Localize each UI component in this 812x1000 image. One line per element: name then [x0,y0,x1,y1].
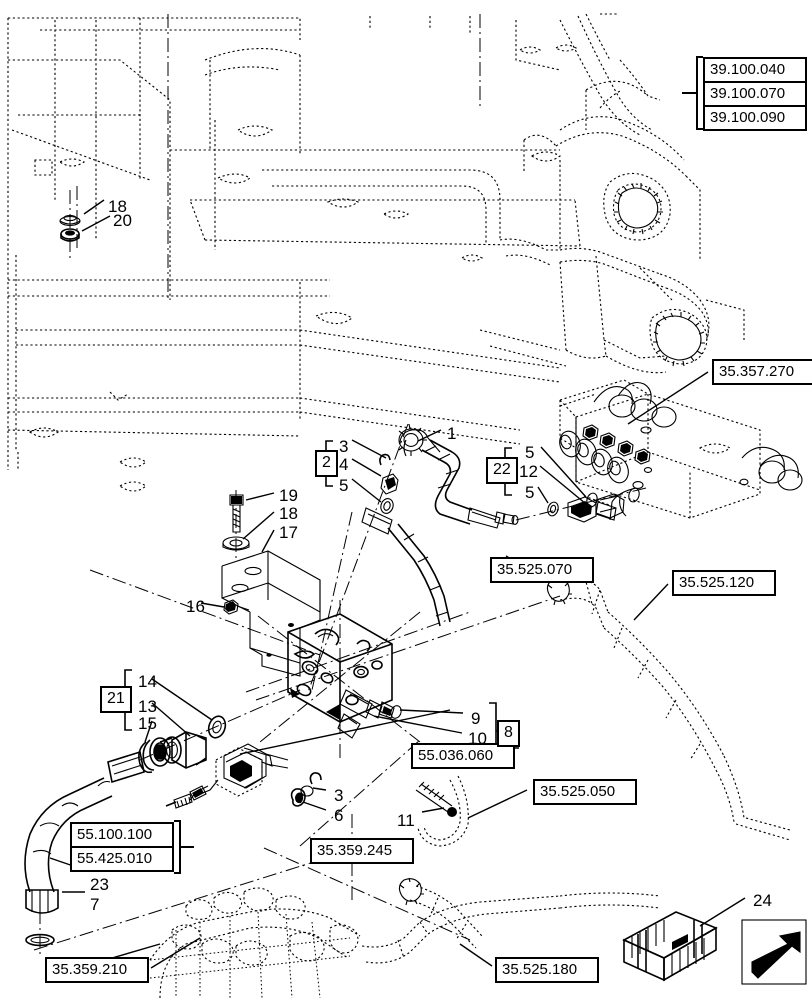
callout-1[interactable]: 1 [447,424,457,443]
hose-assembly-1 [307,423,519,693]
callout-5-right-top[interactable]: 5 [525,443,535,462]
callout-10[interactable]: 10 [468,729,487,748]
callout-13[interactable]: 13 [138,697,157,716]
ref-label-35-525-180[interactable]: 35.525.180 [495,957,599,983]
group-box-8[interactable]: 8 [497,720,520,747]
ref-label-55-100-100[interactable]: 55.100.100 [72,824,172,848]
ref-label-39-100-090[interactable]: 39.100.090 [705,107,805,129]
ref-group-55-hose: 55.100.100 55.425.010 [70,822,174,872]
ref-label-35-525-070[interactable]: 35.525.070 [490,557,594,583]
callout-12[interactable]: 12 [519,462,538,481]
callout-5-upper[interactable]: 5 [339,476,349,495]
engine-pump-area [77,812,661,999]
ref-label-39-100-070[interactable]: 39.100.070 [705,83,805,107]
callout-4[interactable]: 4 [339,455,349,474]
ref-group-39-100-bracket [682,56,703,130]
ref-label-55-036-060[interactable]: 55.036.060 [411,743,515,769]
callout-3-lower[interactable]: 3 [334,786,344,805]
group-box-21[interactable]: 21 [100,686,132,713]
callout-24[interactable]: 24 [753,891,772,910]
shipping-crate-icon [622,897,746,982]
callout-5-right-bot[interactable]: 5 [525,483,535,502]
callout-3-upper[interactable]: 3 [339,437,349,456]
ref-label-35-359-210[interactable]: 35.359.210 [45,957,149,983]
callout-18-top[interactable]: 18 [108,197,127,216]
group-box-22[interactable]: 22 [486,457,518,484]
ref-label-35-359-245[interactable]: 35.359.245 [310,838,414,864]
ref-label-39-100-040[interactable]: 39.100.040 [705,59,805,83]
callout-16[interactable]: 16 [186,597,205,616]
callout-19[interactable]: 19 [279,486,298,505]
callout-23[interactable]: 23 [90,875,109,894]
fittings-group-22 [487,446,647,523]
callout-6[interactable]: 6 [334,806,344,825]
ref-label-35-525-120[interactable]: 35.525.120 [672,570,776,596]
callout-15[interactable]: 15 [138,714,157,733]
small-valve-assembly [165,709,528,847]
group-box-2[interactable]: 2 [315,450,338,477]
ref-label-55-425-010[interactable]: 55.425.010 [72,848,172,870]
callout-7[interactable]: 7 [90,895,100,914]
mounting-bracket-assembly [89,490,321,677]
callout-18-bracket[interactable]: 18 [279,504,298,523]
fastener-18-20-top-left [59,190,111,260]
callout-14[interactable]: 14 [138,672,157,691]
callout-11[interactable]: 11 [397,811,415,830]
arrow-direction-icon [741,919,807,985]
callout-20-top[interactable]: 20 [113,211,132,230]
ref-label-35-357-270[interactable]: 35.357.270 [712,359,812,385]
callout-9[interactable]: 9 [471,709,481,728]
control-valve-bank [559,371,803,521]
ref-group-39-100: 39.100.040 39.100.070 39.100.090 [703,57,807,131]
manifold-valve-block [245,600,519,760]
machine-frame-upper [7,13,745,492]
ref-group-55-bracket [174,820,194,874]
hose-assembly-23 [24,777,321,955]
ref-label-35-525-050[interactable]: 35.525.050 [533,779,637,805]
quick-coupler-assembly [107,669,301,784]
callout-17[interactable]: 17 [279,523,298,542]
